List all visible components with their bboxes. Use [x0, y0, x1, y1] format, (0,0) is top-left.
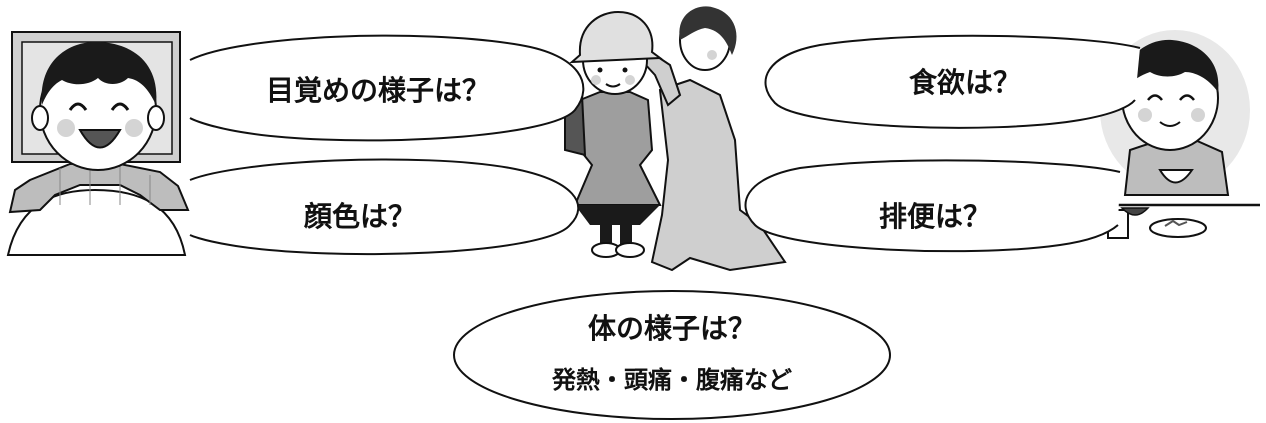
bubble-complexion-label: 顔色は？ — [304, 200, 416, 233]
bubble-body: 体の様子は？ 発熱・頭痛・腹痛など — [453, 290, 891, 420]
boy-eating-illustration — [1098, 30, 1260, 239]
bubble-wake: 目覚めの様子は？ — [189, 34, 585, 142]
bubble-body-label: 体の様子は？ — [588, 312, 756, 345]
boy-waking-illustration — [6, 31, 190, 256]
bubble-body-sub: 発熱・頭痛・腹痛など — [551, 365, 792, 394]
bubble-bowel-label: 排便は？ — [879, 200, 991, 233]
bubble-appetite-label: 食欲は？ — [909, 66, 1021, 99]
bubble-wake-label: 目覚めの様子は？ — [266, 74, 490, 107]
mother-child-illustration — [564, 6, 787, 272]
bubble-appetite: 食欲は？ — [764, 34, 1141, 129]
bubble-bowel: 排便は？ — [744, 159, 1121, 253]
bubble-complexion: 顔色は？ — [189, 158, 580, 256]
